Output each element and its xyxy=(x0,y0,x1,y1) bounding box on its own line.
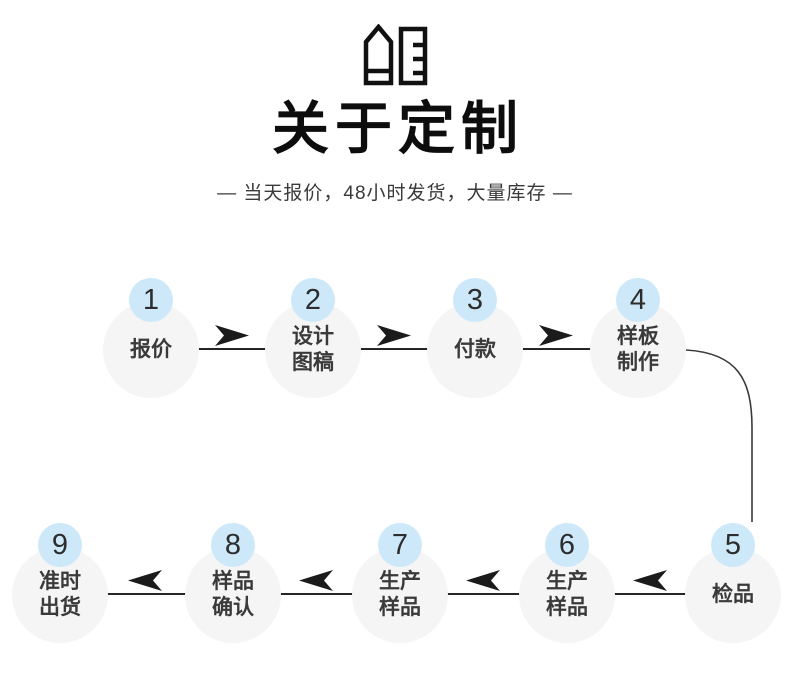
connector-line-7-8 xyxy=(279,593,354,595)
connector-line-2-3 xyxy=(359,348,429,350)
ruler-icon xyxy=(398,26,428,86)
arrow-left-icon xyxy=(633,570,667,591)
step-circle: 付款 xyxy=(427,302,523,398)
arrow-left-icon xyxy=(466,570,500,591)
flow-step-2: 设计 图稿 2 xyxy=(265,278,361,398)
step-label: 样板 制作 xyxy=(617,325,659,374)
step-label: 准时 出货 xyxy=(39,570,81,619)
flow-step-8: 样品 确认 8 xyxy=(185,523,281,643)
page-title: 关于定制 xyxy=(272,97,524,161)
flow-step-7: 生产 样品 7 xyxy=(352,523,448,643)
step-circle: 报价 xyxy=(103,302,199,398)
step-label: 样品 确认 xyxy=(212,570,254,619)
connector-line-1-2 xyxy=(197,348,267,350)
step-number-badge: 8 xyxy=(211,523,255,567)
step-number-badge: 2 xyxy=(291,278,335,322)
step-label: 检品 xyxy=(712,583,754,606)
flow-step-3: 付款 3 xyxy=(427,278,523,398)
flow-step-6: 生产 样品 6 xyxy=(519,523,615,643)
arrow-right-icon xyxy=(539,325,573,346)
step-number-badge: 4 xyxy=(616,278,660,322)
connector-line-8-9 xyxy=(106,593,187,595)
step-label: 设计 图稿 xyxy=(292,325,334,374)
step-label: 报价 xyxy=(130,338,172,361)
step-number-badge: 5 xyxy=(711,523,755,567)
step-circle: 生产 样品 xyxy=(352,547,448,643)
arrow-right-icon xyxy=(377,325,411,346)
pencil-icon xyxy=(363,24,394,86)
step-number-badge: 9 xyxy=(38,523,82,567)
step-number-badge: 3 xyxy=(453,278,497,322)
flow-step-1: 报价 1 xyxy=(103,278,199,398)
arrow-left-icon xyxy=(299,570,333,591)
connector-line-5-6 xyxy=(613,593,687,595)
connector-line-3-4 xyxy=(521,348,592,350)
flow-step-9: 准时 出货 9 xyxy=(12,523,108,643)
arrow-right-icon xyxy=(215,325,249,346)
step-number-badge: 1 xyxy=(129,278,173,322)
flow-step-4: 样板 制作 4 xyxy=(590,278,686,398)
step-circle: 生产 样品 xyxy=(519,547,615,643)
step-label: 付款 xyxy=(454,338,496,361)
flow-step-5: 检品 5 xyxy=(685,523,781,643)
step-circle: 准时 出货 xyxy=(12,547,108,643)
pencil-ruler-icon xyxy=(363,24,428,86)
page-subtitle: — 当天报价，48小时发货，大量库存 — xyxy=(217,183,573,204)
step-label: 生产 样品 xyxy=(379,570,421,619)
step-label: 生产 样品 xyxy=(546,570,588,619)
arrow-left-icon xyxy=(128,570,162,591)
step-number-badge: 6 xyxy=(545,523,589,567)
connector-line-6-7 xyxy=(446,593,521,595)
step-number-badge: 7 xyxy=(378,523,422,567)
